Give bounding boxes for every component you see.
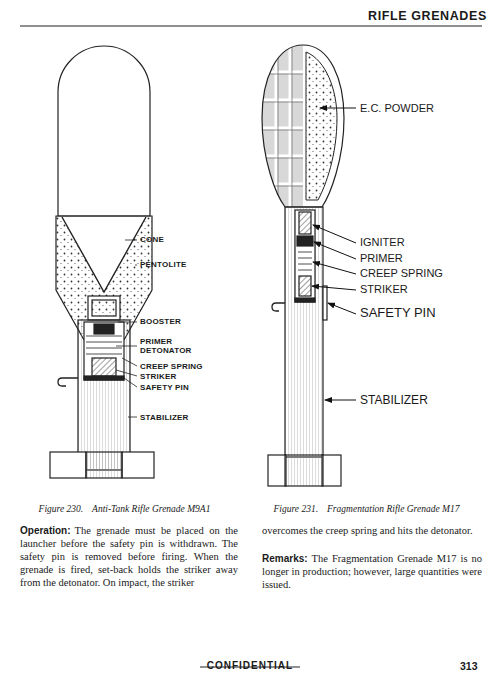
page-header: RIFLE GRENADES [368,9,487,23]
body-text: Fragmentation Rifle Grenade M17 [327,504,459,514]
part-label: STRIKER [140,372,177,381]
page-footer: CONFIDENTIAL [200,660,300,671]
run-in-heading: Remarks: [262,553,308,564]
body-paragraph: Operation:The grenade must be placed on … [20,524,238,589]
part-label: STABILIZER [140,413,189,422]
part-label: DETONATOR [140,346,192,355]
part-label: IGNITER [360,236,405,248]
body-paragraph: Remarks:The Fragmentation Grenade M17 is… [262,552,482,591]
run-in-heading: Operation: [20,525,71,536]
body-paragraph: overcomes the creep spring and hits the … [262,524,482,537]
part-label: SAFETY PIN [360,305,436,320]
page-footer: 313 [460,660,478,672]
part-label: CREEP SPRING [360,267,443,279]
run-in-heading: Figure 230. [39,504,84,514]
part-label: STRIKER [360,283,408,295]
body-text: Anti-Tank Rifle Grenade M9A1 [92,504,210,514]
body-text: overcomes the creep spring and hits the … [262,525,473,536]
part-label: PRIMER [360,252,403,264]
part-label: SAFETY PIN [140,383,189,392]
part-label: PRIMER [140,337,172,346]
part-label: BOOSTER [140,317,181,326]
part-label: STABILIZER [360,393,428,407]
part-label: CONE [140,235,164,244]
part-label: PENTOLITE [140,260,187,269]
figure-caption: Figure 230. Anti-Tank Rifle Grenade M9A1 [20,503,238,516]
part-label: E.C. POWDER [360,102,434,114]
part-label: CREEP SPRING [140,362,203,371]
run-in-heading: Figure 231. [274,504,319,514]
figure-caption: Figure 231. Fragmentation Rifle Grenade M… [258,503,484,516]
